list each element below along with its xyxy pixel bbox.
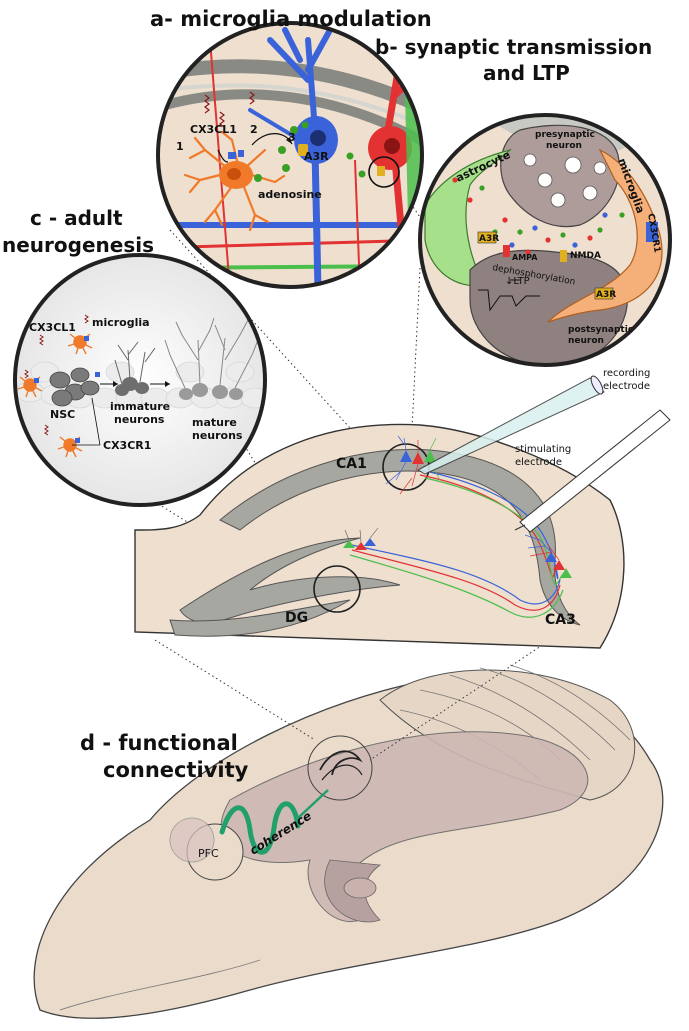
hippocampus-zoom-circle xyxy=(307,735,373,801)
ca3-neurons xyxy=(524,534,572,578)
temporal-pole xyxy=(343,877,377,899)
c-microglia-label: microglia xyxy=(92,316,150,329)
b-a3r-right-label: A3R xyxy=(596,290,616,300)
microglia-process xyxy=(547,148,663,323)
panel-d-title-line2: connectivity xyxy=(103,758,249,782)
b-postsynaptic-label: postsynaptic xyxy=(568,325,633,335)
immature-neurons xyxy=(114,341,156,385)
neurotransmitters xyxy=(452,177,625,255)
a-adenosine-label: adenosine xyxy=(258,188,322,201)
c-mature-label-1: mature xyxy=(192,416,237,429)
stimulating-electrode-label-1: stimulating xyxy=(515,444,571,455)
recording-electrode-label-1: recording xyxy=(603,368,650,379)
panel-c-title-line2: neurogenesis xyxy=(2,233,154,257)
hippocampal-slice: CA1 CA3 DG recording electrode stimulati… xyxy=(134,368,671,649)
b-a3r-left-label: A3R xyxy=(479,234,499,244)
b-ltp-label: ↓LTP xyxy=(505,276,530,287)
dg-zoom-circle xyxy=(313,565,361,613)
microglia-cells xyxy=(17,333,93,458)
b-post-neuron-label: neuron xyxy=(568,336,604,346)
panel-c-circle: CX3CL1 microglia NSC immature neurons ma… xyxy=(13,253,267,507)
panel-b-circle: astrocyte presynaptic neuron microglia C… xyxy=(418,113,672,367)
panel-d-title-line1: d - functional xyxy=(80,731,238,755)
coherence-wave xyxy=(219,801,301,855)
ca1-neurons xyxy=(385,435,441,495)
hippocampus-3d xyxy=(220,731,589,923)
panel-a-circle: CX3CL1 1 2 3 A3R adenosine xyxy=(156,21,424,289)
c-nsc-label: NSC xyxy=(50,408,75,421)
a-step3-label: 3 xyxy=(288,131,296,144)
c-mature-label-2: neurons xyxy=(192,429,243,442)
ca1-label: CA1 xyxy=(336,456,367,472)
ltp-trace xyxy=(478,289,540,312)
a3r-receptor-right xyxy=(594,287,614,300)
b-presynaptic-label: presynaptic xyxy=(535,130,595,140)
astrocyte-process xyxy=(424,148,512,287)
brain-illustration xyxy=(33,664,664,1019)
panel-b-title-line1: b- synaptic transmission xyxy=(375,35,652,59)
ampa-receptor xyxy=(503,245,510,257)
presynaptic-terminal xyxy=(500,124,620,228)
nsc-cluster xyxy=(49,367,100,407)
panel-a-title: a- microglia modulation xyxy=(150,7,432,31)
a-a3r-label: A3R xyxy=(304,150,329,163)
nmda-receptor xyxy=(560,250,567,262)
stimulating-electrode[interactable] xyxy=(514,409,671,533)
dg-label: DG xyxy=(285,610,308,626)
mature-neurons xyxy=(164,317,259,389)
b-nmda-label: NMDA xyxy=(570,251,601,261)
ca3-label: CA3 xyxy=(545,612,576,628)
b-neuron-label: neuron xyxy=(546,141,582,151)
synaptic-vesicles xyxy=(523,153,607,208)
dg-neurons xyxy=(343,527,379,550)
panel-c-title-line1: c - adult xyxy=(30,206,123,230)
b-ampa-label: AMPA xyxy=(512,253,538,262)
stimulating-electrode-label-2: electrode xyxy=(515,457,562,468)
blue-neuron xyxy=(248,27,333,287)
a-step2-label: 2 xyxy=(250,123,258,136)
a-step1-label: 1 xyxy=(176,140,184,153)
pfc-label: PFC xyxy=(198,847,219,860)
c-immature-label-1: immature xyxy=(110,400,170,413)
c-cx3cl1-label: CX3CL1 xyxy=(29,321,76,334)
recording-electrode-label-2: electrode xyxy=(603,381,650,392)
a3r-receptor xyxy=(298,144,308,156)
schaffer-fibers xyxy=(349,469,564,618)
c-immature-label-2: neurons xyxy=(114,413,165,426)
a-cx3cl1-label: CX3CL1 xyxy=(190,123,237,136)
panel-b-title-line2: and LTP xyxy=(483,61,570,85)
recording-electrode[interactable] xyxy=(416,374,605,475)
dentate-gyrus-layer xyxy=(179,537,401,623)
a3r-receptor-left xyxy=(477,231,497,244)
adenosine-molecules xyxy=(254,121,366,182)
c-cx3cr1-label: CX3CR1 xyxy=(103,439,151,452)
cx3cr1-receptor xyxy=(646,222,658,242)
